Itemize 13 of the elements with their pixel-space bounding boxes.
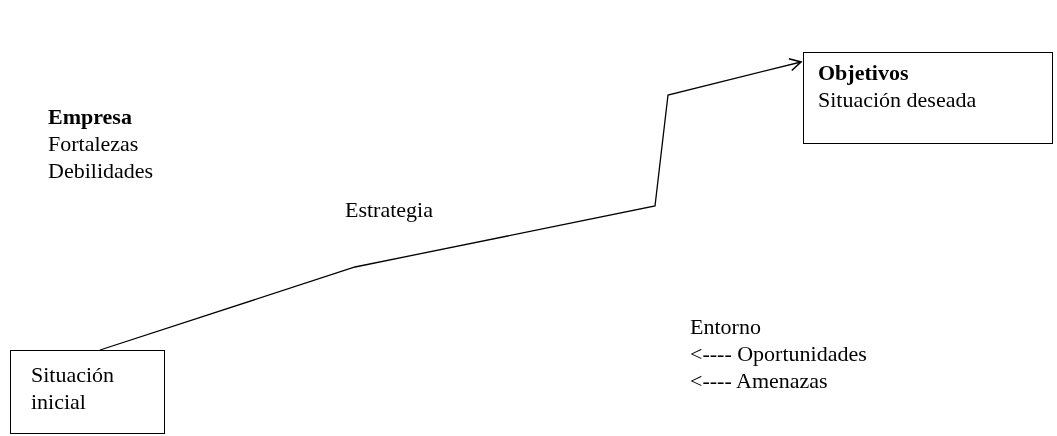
section-heading: Entorno [690,313,761,340]
label-text: <---- Oportunidades [690,340,867,367]
label-text: <---- Amenazas [690,367,828,394]
label-text: Debilidades [48,157,154,184]
box-text: Situación deseada [818,86,978,113]
box-heading: Objetivos [818,59,910,86]
text-box [10,350,165,434]
text-box [803,52,1053,144]
arrow [99,58,802,351]
box-text: Situación inicial [31,361,116,415]
label-text: Fortalezas [48,130,139,157]
edge-label: Estrategia [345,196,433,223]
section-heading: Empresa [48,103,132,130]
